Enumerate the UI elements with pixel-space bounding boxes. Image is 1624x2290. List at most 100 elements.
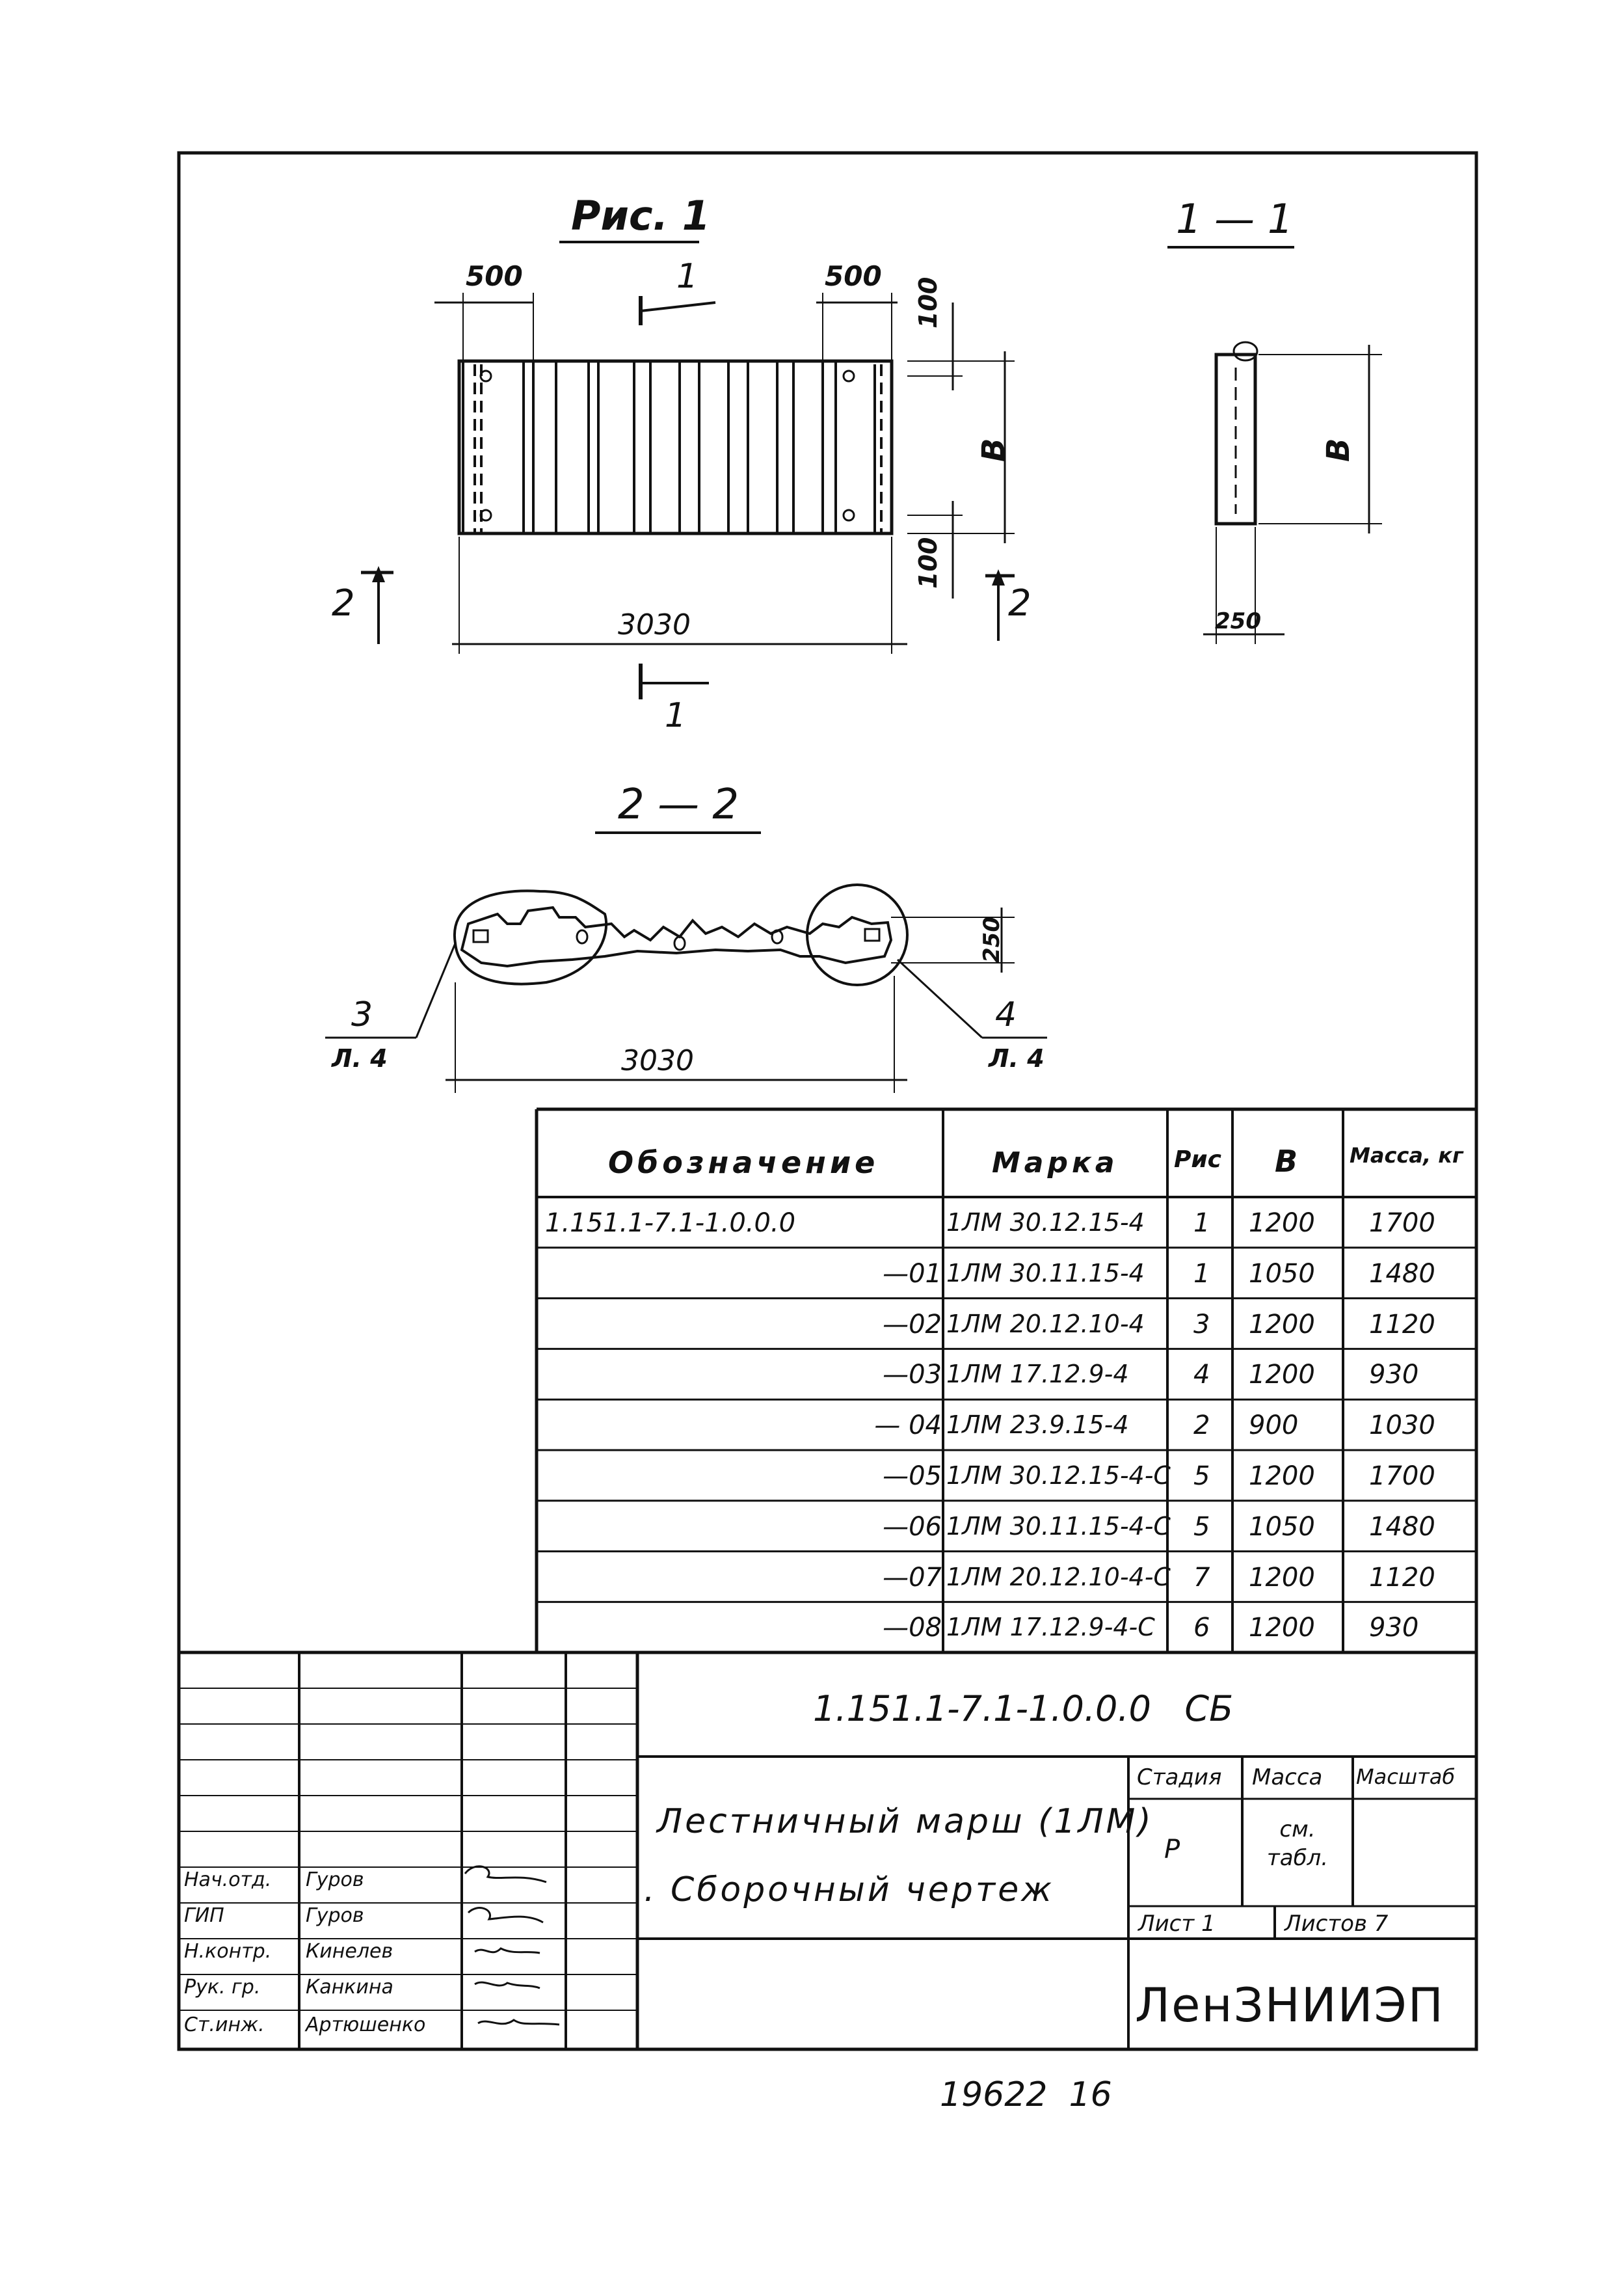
table-cell-b: 900 xyxy=(1249,1410,1299,1441)
callout-4-number: 4 xyxy=(995,995,1017,1034)
staff-role: Рук. гр. xyxy=(184,1976,261,1999)
table-cell-fig: 5 xyxy=(1193,1511,1210,1542)
organization-name: ЛенЗНИИЭП xyxy=(1135,1978,1444,2032)
staff-role: Ст.инж. xyxy=(184,2014,265,2036)
table-cell-b: 1200 xyxy=(1249,1360,1315,1390)
table-cell-b: 1200 xyxy=(1249,1562,1315,1593)
stage-label: Стадия xyxy=(1137,1764,1222,1790)
dim-250-section: 250 xyxy=(979,917,1005,963)
sheets-label: Листов 7 xyxy=(1285,1911,1389,1937)
table-cell-b: 1200 xyxy=(1249,1461,1315,1491)
table-cell-mark: 1ЛМ 20.12.10-4 xyxy=(946,1309,1145,1338)
document-name-line1: Лестничный марш (1ЛМ) xyxy=(657,1802,1154,1841)
table-cell-mark: 1ЛМ 23.9.15-4 xyxy=(946,1410,1129,1440)
staff-role: Нач.отд. xyxy=(184,1868,272,1891)
table-cell-mass: 1120 xyxy=(1369,1309,1435,1340)
table-cell-b: 1200 xyxy=(1249,1208,1315,1238)
table-cell-mass: 930 xyxy=(1369,1360,1419,1390)
dim-b-plan: В xyxy=(976,438,1012,462)
dim-100-top: 100 xyxy=(914,276,942,329)
table-cell-mass: 1120 xyxy=(1369,1562,1435,1593)
table-cell-b: 1200 xyxy=(1249,1613,1315,1643)
staff-name: Артюшенко xyxy=(306,2014,426,2036)
table-cell-designation: —05 xyxy=(883,1461,942,1491)
table-cell-designation: —06 xyxy=(883,1511,942,1542)
figure-title: Рис. 1 xyxy=(571,192,710,239)
table-cell-mark: 1ЛМ 30.11.15-4 xyxy=(946,1258,1145,1287)
spec-table-row-lines xyxy=(537,1246,1476,1603)
cut-2-left-label: 2 xyxy=(332,582,355,625)
table-cell-mark: 1ЛМ 20.12.10-4-С xyxy=(946,1562,1171,1591)
table-cell-b: 1050 xyxy=(1249,1258,1315,1289)
table-cell-b: 1200 xyxy=(1249,1309,1315,1340)
table-cell-mark: 1ЛМ 30.11.15-4-С xyxy=(946,1511,1171,1541)
dim-500-left: 500 xyxy=(466,260,523,292)
table-cell-mass: 1030 xyxy=(1369,1410,1435,1441)
table-cell-designation: — 04 xyxy=(874,1410,942,1441)
table-cell-fig: 4 xyxy=(1193,1360,1210,1390)
table-cell-fig: 1 xyxy=(1193,1258,1210,1289)
mass-label: Масса xyxy=(1252,1764,1323,1790)
table-cell-mass: 1480 xyxy=(1369,1258,1435,1289)
table-cell-designation: —03 xyxy=(883,1360,942,1390)
table-cell-fig: 5 xyxy=(1193,1461,1210,1491)
table-cell-mark: 1ЛМ 30.12.15-4 xyxy=(946,1208,1145,1237)
callout-3-number: 3 xyxy=(351,995,373,1034)
staff-name: Гуров xyxy=(306,1868,364,1891)
document-code: 1.151.1-7.1-1.0.0.0 СБ xyxy=(813,1688,1234,1729)
callout-3-sheet: Л. 4 xyxy=(332,1044,388,1073)
section-1-1-view xyxy=(1203,341,1382,644)
table-cell-mass: 1700 xyxy=(1369,1208,1435,1238)
staff-name: Канкина xyxy=(306,1976,393,1999)
col-header-designation: Обозначение xyxy=(608,1145,879,1180)
staff-name: Кинелев xyxy=(306,1940,393,1963)
table-cell-mass: 930 xyxy=(1369,1613,1419,1643)
table-cell-designation: 1.151.1-7.1-1.0.0.0 xyxy=(545,1208,796,1238)
cut-1-top-label: 1 xyxy=(676,257,699,296)
stage-value: Р xyxy=(1164,1835,1180,1865)
table-cell-mark: 1ЛМ 17.12.9-4 xyxy=(946,1360,1129,1389)
spec-table-grid xyxy=(535,1107,1476,1652)
table-cell-designation: —08 xyxy=(883,1613,942,1643)
cut-2-right-label: 2 xyxy=(1008,582,1032,625)
dim-b-section: В xyxy=(1320,438,1357,462)
table-cell-fig: 1 xyxy=(1193,1208,1210,1238)
col-header-mark: Марка xyxy=(992,1146,1119,1179)
col-header-mass: Масса, кг xyxy=(1350,1143,1463,1168)
footer-number: 19622 16 xyxy=(940,2075,1112,2114)
section-1-1-title: 1 — 1 xyxy=(1176,195,1294,243)
section-2-2-title: 2 — 2 xyxy=(618,781,739,829)
cut-1-bottom-label: 1 xyxy=(665,696,687,735)
table-cell-designation: —02 xyxy=(883,1309,942,1340)
table-cell-mark: 1ЛМ 30.12.15-4-С xyxy=(946,1461,1171,1490)
table-cell-mass: 1480 xyxy=(1369,1511,1435,1542)
table-cell-fig: 2 xyxy=(1193,1410,1210,1441)
col-header-b: В xyxy=(1275,1144,1298,1179)
table-cell-fig: 7 xyxy=(1193,1562,1210,1593)
plan-view xyxy=(361,293,1015,699)
dim-100-bottom: 100 xyxy=(914,537,942,589)
mass-value: см. табл. xyxy=(1266,1816,1329,1872)
dim-3030-plan: 3030 xyxy=(618,608,691,641)
col-header-fig: Рис xyxy=(1174,1146,1221,1173)
dim-250-side: 250 xyxy=(1215,608,1261,634)
table-cell-fig: 3 xyxy=(1193,1309,1210,1340)
callout-4-sheet: Л. 4 xyxy=(989,1044,1045,1073)
drawing-frame xyxy=(177,151,1478,2051)
dim-500-right: 500 xyxy=(825,260,882,292)
sheet-label: Лист 1 xyxy=(1138,1911,1216,1937)
table-cell-designation: —01 xyxy=(883,1258,942,1289)
staff-role: ГИП xyxy=(184,1904,224,1927)
table-cell-fig: 6 xyxy=(1193,1613,1210,1643)
staff-name: Гуров xyxy=(306,1904,364,1927)
document-name-line2: . Сборочный чертеж xyxy=(644,1870,1055,1909)
signatures xyxy=(464,1865,560,2026)
table-cell-mass: 1700 xyxy=(1369,1461,1435,1491)
table-cell-designation: —07 xyxy=(883,1562,942,1593)
section-2-2-view xyxy=(325,883,1047,1093)
table-cell-b: 1050 xyxy=(1249,1511,1315,1542)
title-block-grid xyxy=(179,1650,1476,2049)
table-cell-mark: 1ЛМ 17.12.9-4-С xyxy=(946,1613,1155,1642)
dim-3030-section: 3030 xyxy=(621,1044,694,1077)
